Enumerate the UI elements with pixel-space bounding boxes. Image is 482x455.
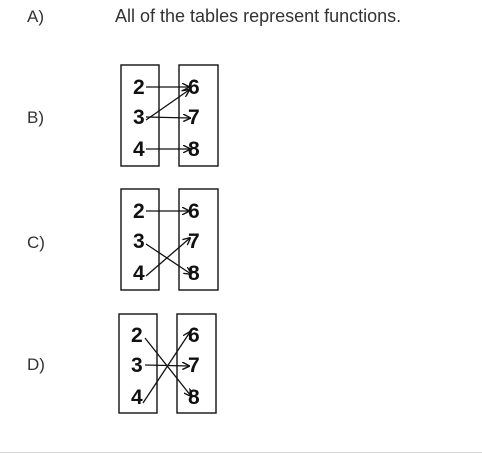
range-box: [178, 64, 219, 167]
domain-value: 4: [133, 262, 145, 285]
domain-value: 2: [133, 76, 145, 99]
option-d-mapping-svg: 2 3 4 6 7 8: [118, 313, 217, 414]
domain-value: 4: [133, 138, 145, 161]
range-value: 8: [188, 138, 200, 161]
mapping-arrow: [145, 90, 189, 121]
domain-box: [118, 313, 158, 414]
option-d-letter[interactable]: D): [27, 355, 45, 374]
option-a-letter[interactable]: A): [27, 7, 44, 26]
option-b-mapping-svg: 2 3 4 6 7 8: [120, 64, 219, 167]
range-value: 7: [188, 354, 200, 377]
domain-value: 2: [133, 200, 145, 223]
mapping-arrow: [144, 365, 189, 366]
range-value: 8: [188, 386, 200, 409]
range-value: 6: [188, 200, 200, 223]
option-b-letter[interactable]: B): [27, 108, 44, 127]
domain-value: 2: [131, 324, 143, 347]
range-box: [178, 188, 219, 291]
domain-value: 4: [131, 386, 143, 409]
domain-value: 3: [133, 106, 145, 129]
mapping-arrow: [145, 117, 190, 118]
option-a-text[interactable]: All of the tables represent functions.: [115, 6, 402, 26]
bottom-divider: [0, 452, 482, 453]
range-box: [176, 313, 217, 414]
option-d-mapping-diagram[interactable]: 2 3 4 6 7 8: [118, 310, 225, 418]
range-value: 6: [188, 76, 200, 99]
domain-value: 3: [133, 230, 145, 253]
option-b-mapping-diagram[interactable]: 2 3 4 6 7 8: [119, 62, 225, 170]
domain-value: 3: [131, 354, 143, 377]
range-value: 6: [188, 324, 200, 347]
domain-box: [120, 64, 160, 167]
range-value: 7: [188, 230, 200, 253]
mapping-arrow: [145, 238, 190, 277]
option-c-mapping-svg: 2 3 4 6 7 8: [120, 188, 219, 291]
mapping-arrow: [144, 337, 191, 396]
option-c-letter[interactable]: C): [27, 233, 45, 252]
option-c-mapping-diagram[interactable]: 2 3 4 6 7 8: [119, 186, 225, 294]
mapping-arrow: [142, 332, 190, 404]
domain-box: [120, 188, 160, 291]
range-value: 7: [188, 106, 200, 129]
mapping-arrow: [145, 243, 191, 274]
